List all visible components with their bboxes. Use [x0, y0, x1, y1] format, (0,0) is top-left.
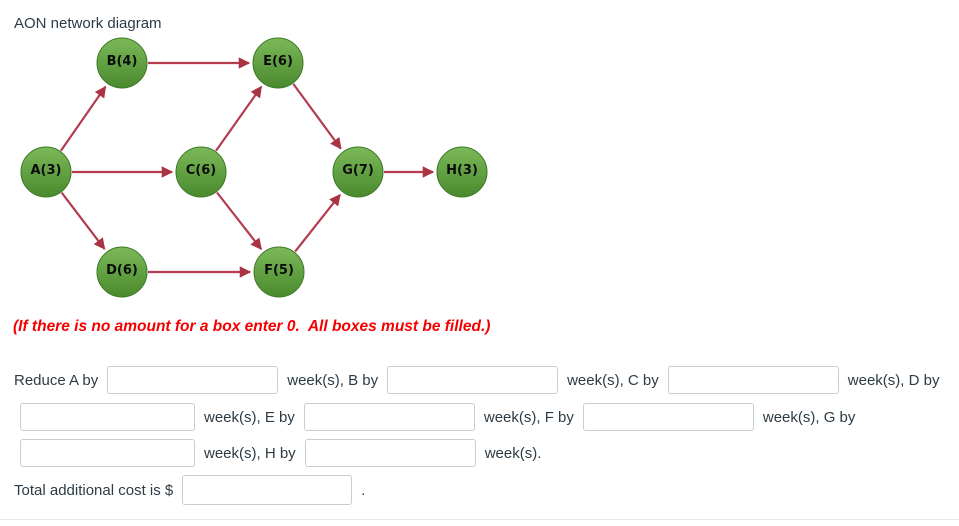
form-row-1: Reduce A by week(s), B by week(s), C by wee…: [0, 366, 939, 394]
node-label-A: A(3): [31, 163, 62, 178]
edge-A-B: [59, 85, 107, 152]
activity-node-C: C(6): [175, 146, 227, 198]
bottom-divider: [0, 519, 959, 520]
node-label-E: E(6): [263, 54, 293, 69]
node-circle-C: [175, 146, 227, 198]
activity-node-A: A(3): [20, 146, 72, 198]
form-row-3: week(s), H by week(s).: [0, 439, 541, 467]
form-label: .: [361, 481, 366, 499]
activity-node-G: G(7): [332, 146, 384, 198]
form-row-4: Total additional cost is $.: [0, 475, 365, 505]
node-circle-F: [253, 246, 305, 298]
activity-node-D: D(6): [96, 246, 148, 298]
form-label: week(s), F by: [483, 408, 574, 426]
edge-F-G: [294, 193, 341, 253]
diagram-title: AON network diagram: [14, 15, 162, 32]
form-label: Total additional cost is $: [14, 481, 174, 499]
activity-node-H: H(3): [436, 146, 488, 198]
reduce-f-input[interactable]: [582, 403, 754, 431]
node-circle-H: [436, 146, 488, 198]
node-circle-B: [96, 37, 148, 89]
reduce-a-input[interactable]: [107, 366, 279, 394]
reduce-g-input[interactable]: [20, 439, 195, 467]
reduce-d-input[interactable]: [20, 403, 195, 431]
form-label: Reduce A by: [14, 371, 99, 389]
node-circle-E: [252, 37, 304, 89]
reduce-e-input[interactable]: [303, 403, 475, 431]
edge-C-F: [216, 191, 263, 251]
node-circle-G: [332, 146, 384, 198]
form-label: week(s), B by: [287, 371, 379, 389]
form-label: week(s), C by: [567, 371, 659, 389]
instruction-text: (If there is no amount for a box enter 0…: [13, 318, 491, 335]
reduce-c-input[interactable]: [667, 366, 839, 394]
aon-network-diagram: A(3) B(4) C(6) D(6) E(6) F(5) G(7) H(3): [20, 37, 488, 298]
node-label-B: B(4): [107, 54, 138, 69]
node-label-C: C(6): [186, 163, 216, 178]
form-row-2: week(s), E by week(s), F by week(s), G by: [0, 403, 855, 431]
node-label-F: F(5): [264, 263, 294, 278]
node-circle-D: [96, 246, 148, 298]
node-label-H: H(3): [446, 163, 478, 178]
activity-node-E: E(6): [252, 37, 304, 89]
form-label: week(s).: [484, 444, 542, 462]
edge-C-E: [215, 85, 263, 152]
activity-node-F: F(5): [253, 246, 305, 298]
form-label: week(s), E by: [204, 408, 295, 426]
total-cost-input[interactable]: [182, 475, 353, 505]
node-label-D: D(6): [106, 263, 138, 278]
form-label: week(s), D by: [847, 371, 940, 389]
reduce-b-input[interactable]: [387, 366, 559, 394]
edge-E-G: [292, 83, 342, 150]
edge-A-D: [60, 192, 106, 250]
form-label: week(s), H by: [204, 444, 296, 462]
activity-node-B: B(4): [96, 37, 148, 89]
reduce-h-input[interactable]: [304, 439, 476, 467]
node-label-G: G(7): [342, 163, 374, 178]
node-circle-A: [20, 146, 72, 198]
form-label: week(s), G by: [762, 408, 856, 426]
